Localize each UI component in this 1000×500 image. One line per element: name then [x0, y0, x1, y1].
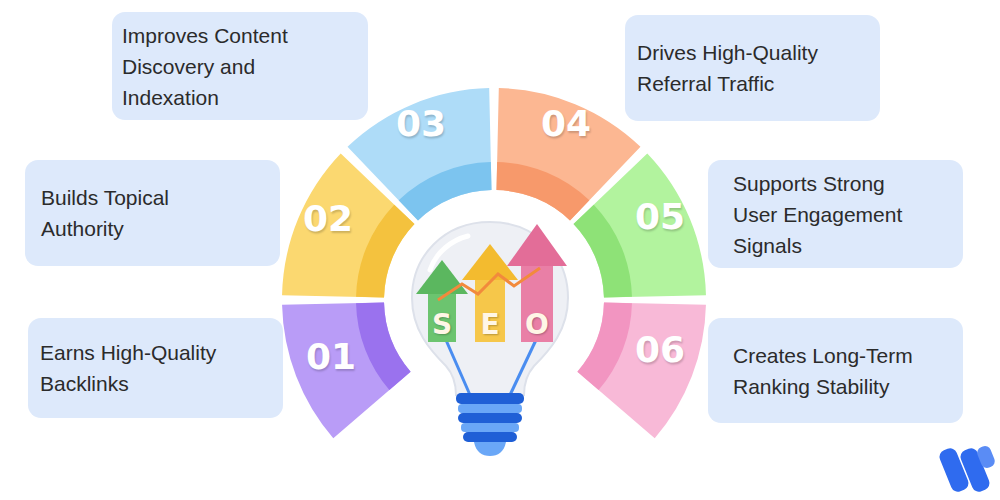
segment-inner-band: [577, 303, 632, 390]
arrow-shaft: [521, 262, 553, 342]
box-text: Drives High-Quality Referral Traffic: [637, 37, 833, 99]
box-text-group: Drives High-Quality Referral Traffic: [637, 37, 833, 99]
callout-number: 02: [303, 198, 353, 239]
ring-segment: 01: [282, 302, 413, 439]
text-box: Supports Strong User Engagement Signals: [708, 160, 963, 268]
bulb-letter: O: [525, 308, 549, 341]
trend-line: [438, 268, 540, 300]
box-text: Supports Strong User Engagement Signals: [733, 168, 929, 261]
box-text-group: Supports Strong User Engagement Signals: [733, 168, 929, 261]
bulb-base-band: [456, 393, 524, 404]
brand-logo: [937, 444, 996, 494]
text-box: Builds Topical Authority: [25, 160, 280, 266]
callout-number: 01: [306, 336, 356, 377]
segment-inner-band: [356, 303, 411, 390]
filament-wire: [510, 340, 536, 395]
callout-number: 03: [396, 103, 446, 144]
callout-number: 04: [541, 103, 591, 144]
segment-inner-band: [497, 162, 590, 220]
text-box: Improves Content Discovery and Indexatio…: [112, 12, 368, 120]
box-text: Earns High-Quality Backlinks: [40, 337, 236, 399]
arrow-head: [507, 224, 567, 266]
text-box: Earns High-Quality Backlinks: [28, 318, 283, 418]
box-text: Creates Long-Term Ranking Stability: [733, 340, 929, 402]
box-text-group: Earns High-Quality Backlinks: [40, 337, 236, 399]
segment-outer: [348, 88, 492, 220]
arrow-head: [416, 260, 468, 294]
box-text-group: Improves Content Discovery and Indexatio…: [122, 20, 318, 113]
bulb-base-band: [458, 413, 522, 423]
segment-outer: [574, 154, 706, 298]
ring-segment: 03: [348, 88, 493, 222]
logo-stroke: [975, 444, 996, 470]
ring-segment: 06: [577, 303, 708, 440]
segment-shape: [577, 303, 708, 440]
ring-segment: 05: [574, 154, 708, 299]
arrow-shaft: [475, 276, 505, 342]
glass-highlight: [430, 236, 468, 270]
segment-inner-band: [399, 162, 492, 220]
light-bulb: [412, 222, 568, 456]
callout-number: 05: [635, 196, 685, 237]
box-text: Builds Topical Authority: [41, 182, 237, 244]
text-box: Drives High-Quality Referral Traffic: [625, 15, 880, 121]
arrow-head: [462, 244, 518, 280]
callout-number: 06: [635, 329, 685, 370]
bulb-tip: [474, 442, 506, 456]
text-box: Creates Long-Term Ranking Stability: [708, 318, 963, 423]
segment-outer: [577, 303, 706, 439]
segment-outer: [282, 303, 411, 439]
bulb-base-band: [461, 423, 519, 432]
box-text: Improves Content Discovery and Indexatio…: [122, 20, 318, 113]
bulb-base-band: [463, 432, 517, 442]
filament-wire: [446, 340, 470, 395]
bulb-letter: S: [432, 308, 452, 341]
segment-inner-band: [356, 205, 414, 298]
box-text-group: Creates Long-Term Ranking Stability: [733, 340, 929, 402]
bulb-letter: E: [480, 308, 499, 341]
box-text-group: Builds Topical Authority: [41, 182, 237, 244]
segment-inner-band: [574, 205, 632, 298]
bulb-base-band: [458, 404, 522, 413]
bulb-glass: [412, 222, 568, 395]
